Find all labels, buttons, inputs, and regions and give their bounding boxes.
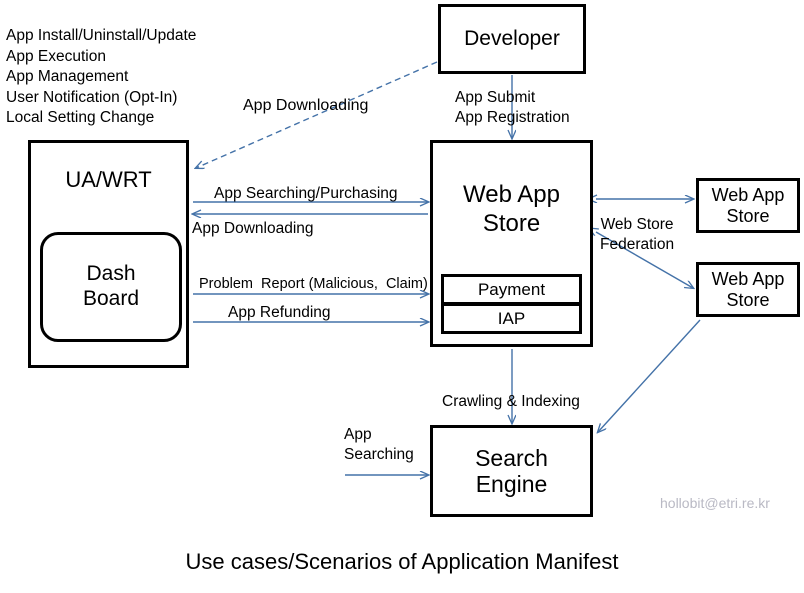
node-search-engine-label: Search Engine bbox=[475, 444, 548, 497]
node-web-app-store-federated-2[interactable]: Web App Store bbox=[696, 262, 800, 317]
diagram-caption: Use cases/Scenarios of Application Manif… bbox=[185, 549, 619, 574]
edge-label-app-refunding: App Refunding bbox=[228, 304, 331, 321]
node-web-app-store-federated-2-label: Web App Store bbox=[711, 268, 785, 310]
node-search-engine[interactable]: Search Engine bbox=[430, 425, 593, 517]
edge-label-crawling-indexing: Crawling & Indexing bbox=[442, 393, 580, 410]
node-ua-wrt-label: UA/WRT bbox=[65, 167, 152, 192]
edge-label-app-downloading-store: App Downloading bbox=[192, 220, 314, 237]
node-developer[interactable]: Developer bbox=[438, 4, 586, 74]
node-iap-label: IAP bbox=[497, 308, 526, 328]
feature-list: App Install/Uninstall/Update App Executi… bbox=[6, 27, 197, 127]
edge-webstore3-to-search bbox=[598, 319, 701, 432]
node-payment[interactable]: Payment bbox=[441, 274, 582, 305]
node-developer-label: Developer bbox=[464, 26, 560, 50]
node-web-app-store-federated-1[interactable]: Web App Store bbox=[696, 178, 800, 233]
edge-label-problem-report: Problem Report (Malicious, Claim) bbox=[199, 276, 428, 292]
node-web-app-store-federated-1-label: Web App Store bbox=[711, 184, 785, 226]
node-payment-label: Payment bbox=[477, 279, 546, 299]
node-iap[interactable]: IAP bbox=[441, 303, 582, 334]
watermark: hollobit@etri.re.kr bbox=[660, 495, 770, 511]
node-dash-board[interactable]: Dash Board bbox=[40, 232, 182, 342]
edge-label-web-store-federation: Web Store Federation bbox=[600, 216, 675, 253]
edge-label-app-submit-registration: App Submit App Registration bbox=[455, 89, 570, 126]
edge-label-app-searching-purchasing: App Searching/Purchasing bbox=[214, 185, 398, 202]
edge-label-app-downloading-developer: App Downloading bbox=[243, 97, 369, 114]
node-dash-board-label: Dash Board bbox=[82, 262, 140, 310]
node-web-app-store-label: Web App Store bbox=[463, 181, 560, 237]
edge-label-app-searching: App Searching bbox=[344, 426, 414, 463]
